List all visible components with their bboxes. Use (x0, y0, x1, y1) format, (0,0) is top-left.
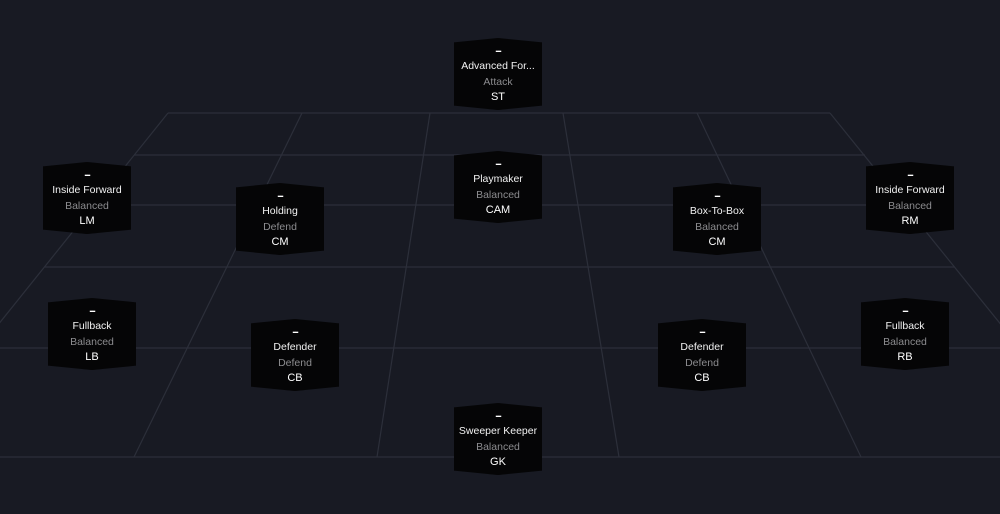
player-card-lb[interactable]: -- Fullback Balanced LB (48, 298, 136, 370)
player-duty: Balanced (888, 199, 932, 212)
player-role: Defender (273, 340, 317, 353)
player-duty: Attack (483, 75, 513, 88)
player-duty: Balanced (883, 335, 927, 348)
player-rating: -- (495, 157, 501, 170)
player-role: Playmaker (473, 172, 523, 185)
player-rating: -- (89, 304, 95, 317)
player-rating: -- (292, 325, 298, 338)
player-duty: Defend (263, 220, 297, 233)
player-rating: -- (277, 189, 283, 202)
player-rating: -- (907, 168, 913, 181)
player-position: GK (490, 455, 506, 468)
player-rating: -- (495, 44, 501, 57)
player-position: LM (79, 214, 95, 227)
player-card-lcm[interactable]: -- Holding Defend CM (236, 183, 324, 255)
player-card-rb[interactable]: -- Fullback Balanced RB (861, 298, 949, 370)
player-role: Fullback (885, 319, 925, 332)
player-duty: Defend (278, 356, 312, 369)
player-role: Holding (262, 204, 298, 217)
player-rating: -- (902, 304, 908, 317)
player-card-st[interactable]: -- Advanced For... Attack ST (454, 38, 542, 110)
player-card-lcb[interactable]: -- Defender Defend CB (251, 319, 339, 391)
player-position: RM (901, 214, 919, 227)
player-rating: -- (714, 189, 720, 202)
player-role: Fullback (72, 319, 112, 332)
player-position: CB (287, 371, 303, 384)
player-role: Box-To-Box (689, 204, 745, 217)
player-duty: Balanced (476, 440, 520, 453)
player-role: Sweeper Keeper (458, 424, 538, 437)
player-rating: -- (495, 409, 501, 422)
player-duty: Defend (685, 356, 719, 369)
player-position: CB (694, 371, 710, 384)
player-position: ST (490, 90, 506, 103)
player-rating: -- (699, 325, 705, 338)
player-role: Advanced For... (461, 59, 535, 72)
player-position: CM (271, 235, 289, 248)
player-position: RB (897, 350, 913, 363)
player-role: Defender (680, 340, 724, 353)
player-duty: Balanced (695, 220, 739, 233)
player-card-rcm[interactable]: -- Box-To-Box Balanced CM (673, 183, 761, 255)
player-card-rm[interactable]: -- Inside Forward Balanced RM (866, 162, 954, 234)
player-duty: Balanced (70, 335, 114, 348)
player-duty: Balanced (65, 199, 109, 212)
player-role: Inside Forward (875, 183, 945, 196)
player-card-lm[interactable]: -- Inside Forward Balanced LM (43, 162, 131, 234)
player-position: LB (85, 350, 99, 363)
player-rating: -- (84, 168, 90, 181)
player-card-gk[interactable]: -- Sweeper Keeper Balanced GK (454, 403, 542, 475)
player-card-rcb[interactable]: -- Defender Defend CB (658, 319, 746, 391)
player-role: Inside Forward (52, 183, 122, 196)
player-card-cam[interactable]: -- Playmaker Balanced CAM (454, 151, 542, 223)
player-duty: Balanced (476, 188, 520, 201)
player-position: CAM (485, 203, 511, 216)
player-position: CM (708, 235, 726, 248)
